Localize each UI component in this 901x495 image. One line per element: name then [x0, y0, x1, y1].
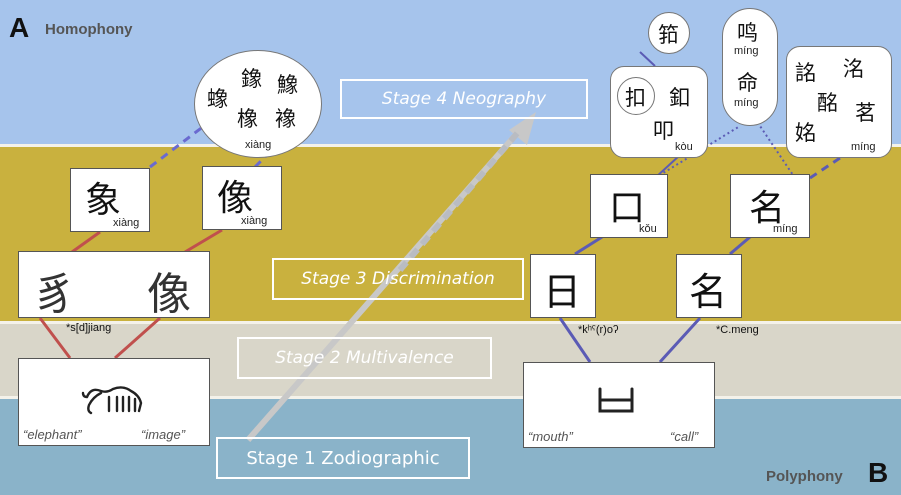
early-form-ming-card: 名: [676, 254, 742, 318]
neo-ming-pill-pin-1: míng: [734, 45, 759, 57]
dotted-line: [654, 125, 741, 179]
progression-arrowhead: [509, 112, 536, 145]
blue-line: [658, 316, 702, 364]
neography-ming-group: 詺 洺 酩 茗 姳 míng: [786, 46, 892, 158]
pinyin-xiang-1: xiàng: [113, 217, 140, 229]
neo-char-3: 蟓: [207, 87, 228, 111]
band-separator: [0, 144, 901, 147]
homophony-label: Homophony: [45, 21, 133, 38]
neo-ming-4: 茗: [855, 101, 876, 125]
neo-pinyin-xiang: xiàng: [245, 139, 272, 151]
reconstruction-xiang: *s[d]jiang: [66, 322, 112, 334]
neo-pinyin-kou: kòu: [675, 141, 693, 153]
neo-circle-kou-top: 筘: [648, 12, 690, 54]
gloss-mouth: “mouth”: [528, 429, 573, 444]
dotted-line: [759, 125, 796, 179]
neo-char-1: 鐌: [241, 67, 262, 91]
band-separator: [0, 396, 901, 399]
neo-ming-pill-char-1: 鸣: [737, 21, 758, 45]
kou-highlight-circle: [617, 77, 655, 115]
pinyin-kou: kǒu: [639, 223, 657, 235]
red-line: [184, 228, 223, 254]
neo-ming-pill-char-2: 命: [737, 71, 758, 95]
gloss-elephant: “elephant”: [23, 427, 82, 442]
seal-glyph-2: 像: [147, 269, 191, 320]
neo-ming-2: 洺: [843, 57, 864, 81]
char-xiang-2: 像: [217, 178, 254, 219]
panel-letter-a: A: [9, 12, 30, 43]
neo-ming-pill-pin-2: míng: [734, 97, 759, 109]
seal-script-card: 豸 像: [18, 251, 210, 320]
char-xiang-1: 象: [85, 180, 122, 221]
mouth-pictograph-card: “mouth” “call”: [523, 362, 715, 448]
gloss-image: “image”: [141, 427, 186, 442]
char-card-xiang-1: 象 xiàng: [70, 168, 150, 232]
char-card-kou: 口 kǒu: [590, 174, 668, 238]
early-form-kou-card: 日: [530, 254, 596, 318]
neography-kou-group: 扣 釦 叩 kòu: [610, 66, 708, 158]
char-card-ming: 名 míng: [730, 174, 810, 238]
char-card-xiang-2: 像 xiàng: [202, 166, 282, 230]
seal-glyph-1: 豸: [33, 269, 77, 320]
blue-dashed-line: [809, 156, 841, 180]
gloss-call: “call”: [670, 429, 699, 444]
reconstruction-ming: *C.meng: [716, 324, 759, 336]
blue-dashed-line: [149, 108, 226, 169]
reconstruction-kou: *kʰˤ(r)oʔ: [578, 324, 619, 336]
neography-ming-pill: 鸣 míng 命 míng: [722, 8, 778, 126]
neo-kou-1: 扣: [625, 86, 646, 110]
elephant-pictograph-icon: [81, 386, 143, 415]
progression-arrow-dashed: [397, 128, 523, 272]
elephant-pictograph-card: “elephant” “image”: [18, 358, 210, 446]
neo-char-4: 橡: [237, 107, 258, 131]
early-glyph-kou: 日: [543, 270, 582, 314]
panel-letter-b: B: [868, 457, 889, 488]
stage-4-box: Stage 4 Neography: [340, 79, 588, 119]
mouth-pictograph-icon: [598, 387, 634, 413]
neo-char-2: 鱌: [277, 73, 298, 97]
blue-line: [558, 317, 592, 363]
neo-char-kou-top: 筘: [658, 23, 679, 47]
stage-2-box: Stage 2 Multivalence: [237, 337, 492, 379]
blue-line: [639, 51, 656, 67]
stage-1-box: Stage 1 Zodiographic: [216, 437, 470, 479]
red-line: [71, 230, 101, 254]
blue-line: [729, 235, 751, 256]
char-ming: 名: [749, 188, 786, 229]
pinyin-ming: míng: [773, 223, 798, 235]
neo-char-5: 襐: [275, 107, 296, 131]
pinyin-xiang-2: xiàng: [241, 215, 268, 227]
polyphony-label: Polyphony: [766, 468, 843, 485]
neo-kou-2: 釦: [669, 86, 690, 110]
neo-ming-5: 姳: [795, 121, 816, 145]
red-line: [38, 317, 72, 359]
early-glyph-ming: 名: [689, 270, 728, 314]
neography-ellipse-xiang: 鐌 鱌 蟓 橡 襐 xiàng: [194, 50, 322, 158]
progression-arrow-solid: [245, 128, 523, 442]
neo-ming-3: 酩: [817, 91, 838, 115]
stage-3-box: Stage 3 Discrimination: [272, 258, 524, 300]
neo-ming-1: 詺: [795, 61, 816, 85]
neo-pinyin-ming: míng: [851, 141, 876, 153]
red-line: [114, 316, 161, 360]
neo-kou-3: 叩: [653, 119, 674, 143]
band-separator: [0, 321, 901, 324]
char-kou: 口: [609, 188, 646, 229]
